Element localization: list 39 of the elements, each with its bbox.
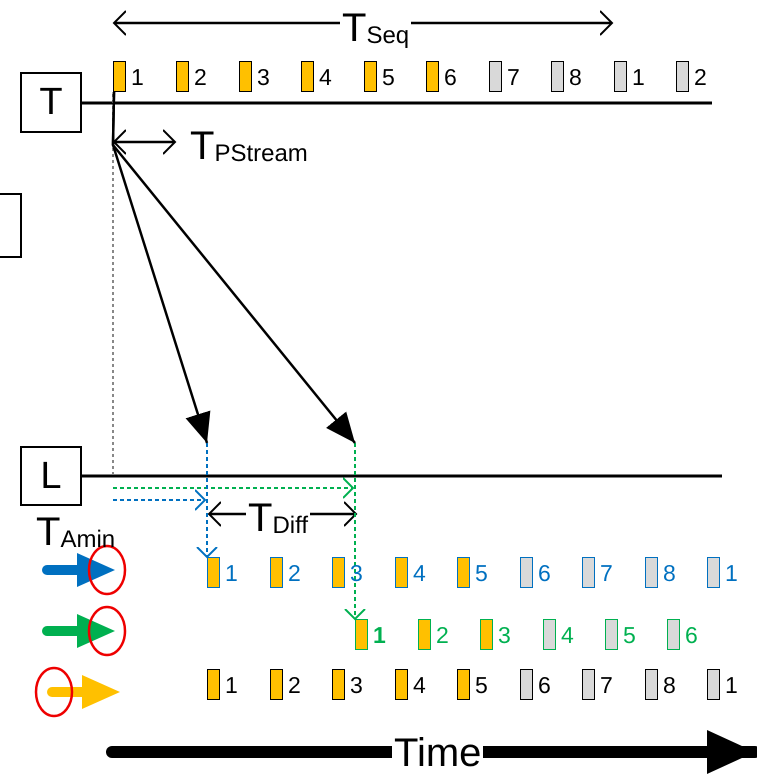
packet-number: 8	[663, 562, 676, 585]
packet-number: 4	[561, 624, 574, 647]
packet-number: 2	[288, 674, 301, 697]
packet-number: 4	[319, 66, 332, 89]
packet-number: 6	[685, 624, 698, 647]
packet-number: 1	[725, 674, 738, 697]
packet-number: 5	[382, 66, 395, 89]
dimension-label: T$_{Amin}$	[36, 512, 116, 552]
packet-number: 4	[413, 674, 426, 697]
packet-number: 5	[475, 674, 488, 697]
packet-number: 1	[225, 674, 238, 697]
packet-number: 5	[623, 624, 636, 647]
packet-number: 2	[288, 562, 301, 585]
packet-number: 3	[257, 66, 270, 89]
packet-number: 2	[194, 66, 207, 89]
packet-number: 1	[632, 66, 645, 89]
packet-number: 8	[663, 674, 676, 697]
packet-number: 7	[600, 674, 613, 697]
packet-number: 5	[475, 562, 488, 585]
timeline-box: L	[20, 446, 82, 506]
packet-number: 4	[413, 562, 426, 585]
packet-number: 3	[498, 624, 511, 647]
packet-number: 3	[350, 674, 363, 697]
arrow	[112, 92, 366, 620]
packet-number: 1	[225, 562, 238, 585]
dimension-label: T$_{PStream}$	[190, 126, 308, 166]
packet-number: 6	[538, 674, 551, 697]
packet-number: 6	[444, 66, 457, 89]
timeline-box: T	[20, 72, 82, 133]
packet-number: 2	[694, 66, 707, 89]
packet-number: 3	[350, 562, 363, 585]
packet-number: 8	[569, 66, 582, 89]
packet-number: 1	[131, 66, 144, 89]
packet-number: 1	[725, 562, 738, 585]
packet-number: 2	[436, 624, 449, 647]
packet-number: 6	[538, 562, 551, 585]
packet-number: 1	[373, 624, 386, 647]
packet-number: 7	[600, 562, 613, 585]
packet-number: 7	[507, 66, 520, 89]
